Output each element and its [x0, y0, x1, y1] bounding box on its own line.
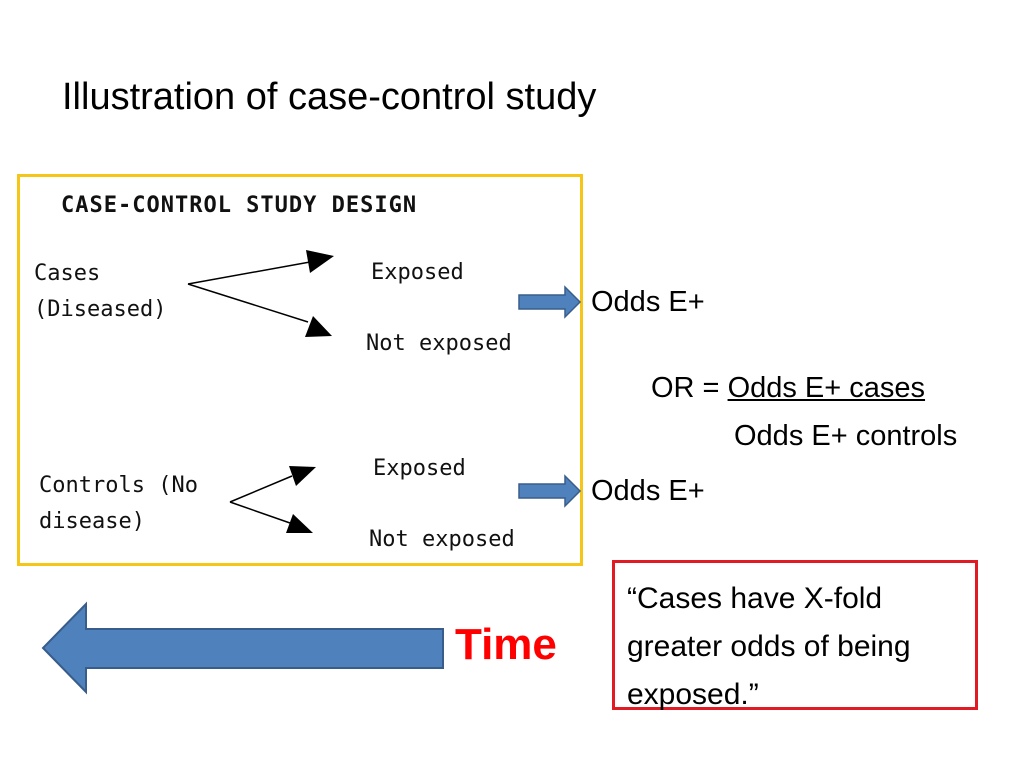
controls-sublabel: disease): [39, 509, 145, 534]
controls-exposed-arrowhead: [289, 466, 316, 486]
quote-line-3: exposed.”: [627, 678, 759, 711]
cases-odds-arrow: [518, 285, 582, 319]
or-prefix: OR =: [651, 372, 728, 404]
quote-line-2: greater odds of being: [627, 630, 911, 663]
controls-odds-label: Odds E+: [591, 475, 705, 507]
odds-ratio-formula: OR = Odds E+ cases: [651, 371, 925, 405]
quote-line-1: “Cases have X-fold: [627, 582, 883, 615]
design-title: CASE-CONTROL STUDY DESIGN: [61, 193, 418, 218]
cases-branch-arrows: [187, 250, 334, 337]
or-denominator: Odds E+ controls: [734, 420, 958, 452]
controls-not-exposed-arrowhead: [286, 514, 313, 533]
controls-to-not-exposed-line: [229, 501, 291, 524]
cases-to-not-exposed-line: [187, 283, 309, 323]
controls-not-exposed-label: Not exposed: [369, 527, 515, 552]
cases-odds-label: Odds E+: [591, 286, 705, 318]
interpretation-quote-box: “Cases have X-fold greater odds of being…: [612, 560, 978, 711]
controls-exposed-label: Exposed: [373, 456, 466, 481]
controls-odds-arrow: [518, 474, 582, 508]
cases-to-exposed-line: [187, 261, 311, 285]
time-arrow: [41, 601, 444, 695]
time-label: Time: [455, 620, 557, 669]
controls-label: Controls (No: [39, 473, 198, 498]
cases-label: Cases: [34, 261, 101, 286]
controls-to-exposed-line: [229, 475, 293, 503]
controls-branch-arrows: [229, 466, 316, 533]
or-numerator: Odds E+ cases: [727, 372, 926, 404]
cases-not-exposed-label: Not exposed: [366, 331, 512, 356]
cases-exposed-arrowhead: [306, 250, 334, 273]
cases-not-exposed-arrowhead: [305, 316, 332, 337]
cases-sublabel: (Diseased): [34, 297, 167, 322]
case-control-design-panel: CASE-CONTROL STUDY DESIGN Cases (Disease…: [17, 174, 583, 566]
cases-exposed-label: Exposed: [371, 260, 464, 285]
slide-title: Illustration of case-control study: [62, 76, 597, 118]
